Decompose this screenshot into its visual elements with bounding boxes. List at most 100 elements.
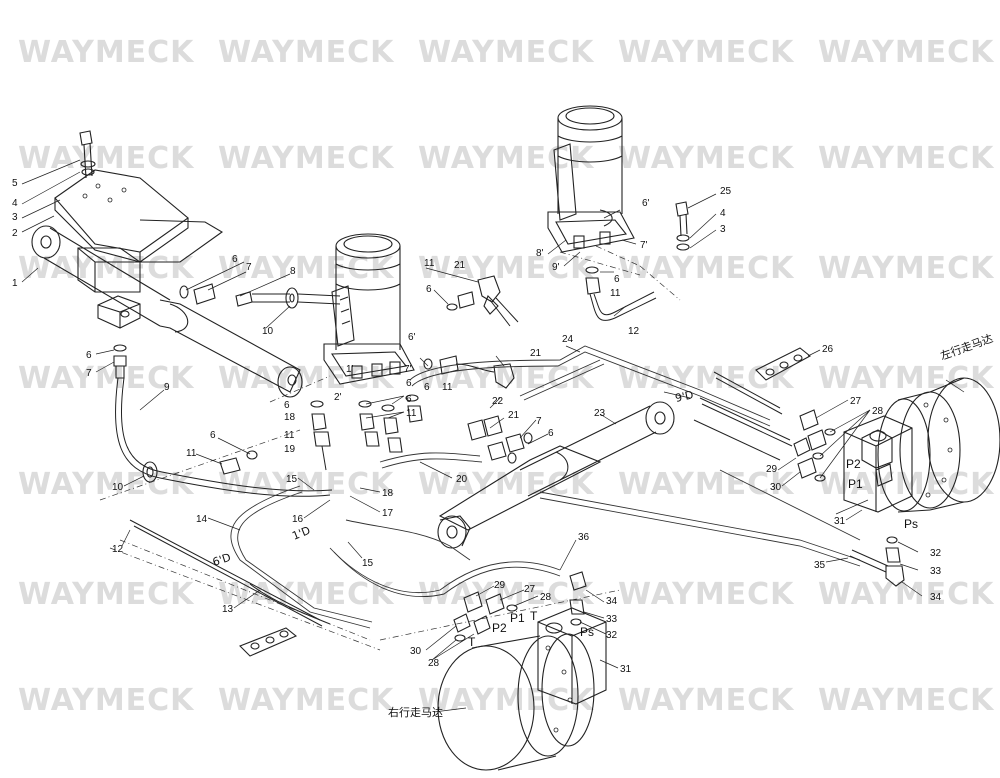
callout-13: 13 bbox=[222, 604, 234, 615]
callout-32-b: 32 bbox=[606, 630, 618, 641]
port-t-lower-a: T bbox=[530, 609, 538, 623]
callout-2-prime: 2' bbox=[334, 392, 342, 403]
watermark-text: WAYMECK bbox=[218, 577, 395, 612]
left-travel-motor-label: 左行走马达 bbox=[939, 332, 995, 363]
callout-29-b: 29 bbox=[494, 580, 506, 591]
watermark-text: WAYMECK bbox=[18, 361, 195, 396]
callout-6-prime-b: 6' bbox=[408, 332, 416, 343]
callout-3-b: 3 bbox=[720, 224, 726, 235]
watermark-text: WAYMECK bbox=[818, 141, 995, 176]
callout-5: 5 bbox=[12, 178, 18, 189]
callout-8-prime: 8' bbox=[536, 248, 544, 259]
watermark-text: WAYMECK bbox=[618, 577, 795, 612]
callout-18-a: 18 bbox=[382, 488, 394, 499]
callout-28-a: 28 bbox=[872, 406, 884, 417]
watermark-text: WAYMECK bbox=[18, 251, 195, 286]
swivel-joint-detail-right bbox=[547, 105, 681, 301]
guard-left bbox=[239, 627, 298, 657]
callout-11-c: 11 bbox=[406, 408, 417, 419]
callout-34-b: 34 bbox=[606, 596, 618, 607]
watermark-text: WAYMECK bbox=[418, 577, 595, 612]
watermark-layer: WAYMECK WAYMECK WAYMECK WAYMECK WAYMECK WAYME… bbox=[18, 35, 995, 718]
fittings-21-upper bbox=[446, 275, 519, 327]
fittings-ps-upper-motor bbox=[849, 536, 905, 587]
port-labels: P2 P1 Ps P1 P2 T T Ps bbox=[468, 457, 918, 649]
callout-6-a: 6 bbox=[232, 254, 238, 265]
watermark-text: WAYMECK bbox=[18, 577, 195, 612]
port-p2-upper: P2 bbox=[846, 457, 861, 471]
callout-35: 35 bbox=[814, 560, 826, 571]
watermark-text: WAYMECK bbox=[818, 467, 995, 502]
fittings-upper-right bbox=[585, 266, 657, 321]
watermark-text: WAYMECK bbox=[818, 683, 995, 718]
callout-25: 25 bbox=[720, 186, 732, 197]
pipe-24 bbox=[409, 345, 771, 427]
callout-4: 4 bbox=[12, 198, 18, 209]
hose-13 bbox=[129, 519, 331, 627]
callout-10-b: 10 bbox=[112, 482, 124, 493]
callout-6-prime: 6' bbox=[642, 198, 650, 209]
callout-30-b: 30 bbox=[410, 646, 422, 657]
watermark-text: WAYMECK bbox=[418, 141, 595, 176]
callout-9-prime: 9' bbox=[552, 262, 560, 273]
fittings-lower-motor bbox=[453, 571, 587, 642]
fittings-upper-motor bbox=[793, 409, 836, 482]
watermark-text: WAYMECK bbox=[218, 251, 395, 286]
callout-33-b: 33 bbox=[606, 614, 618, 625]
callout-30-a: 30 bbox=[770, 482, 782, 493]
callout-6-b: 6 bbox=[86, 350, 92, 361]
right-travel-motor-label: 右行走马达 bbox=[388, 705, 443, 719]
watermark-text: WAYMECK bbox=[218, 35, 395, 70]
center-swivel-joint bbox=[323, 233, 415, 385]
callout-36: 36 bbox=[578, 532, 590, 543]
callout-27-b: 27 bbox=[524, 584, 536, 595]
callout-10-a: 10 bbox=[262, 326, 274, 337]
swivel-fitting-cluster bbox=[310, 394, 423, 471]
callout-32-a: 32 bbox=[930, 548, 942, 559]
callout-7-prime: 7' bbox=[640, 240, 648, 251]
dash-dot-outline bbox=[99, 375, 621, 651]
watermark-text: WAYMECK bbox=[418, 35, 595, 70]
callout-1: 1 bbox=[12, 278, 18, 289]
hoses-to-right-motor bbox=[693, 371, 793, 461]
port-t-lower-b: T bbox=[468, 635, 476, 649]
callout-6-c: 6 bbox=[210, 430, 216, 441]
callout-20: 20 bbox=[456, 474, 468, 485]
callout-28-b: 28 bbox=[540, 592, 552, 603]
callout-22: 22 bbox=[492, 396, 504, 407]
port-p1-upper: P1 bbox=[848, 477, 863, 491]
hydraulic-cylinder-left bbox=[31, 225, 303, 398]
callout-11-e: 11 bbox=[442, 382, 453, 393]
watermark-text: WAYMECK bbox=[618, 467, 795, 502]
port-p2-lower: P2 bbox=[492, 621, 507, 635]
callout-16: 16 bbox=[292, 514, 304, 525]
bolt-25 bbox=[675, 201, 690, 251]
callout-23: 23 bbox=[594, 408, 606, 419]
callout-11-f: 11 bbox=[610, 288, 621, 299]
callout-15-b: 15 bbox=[362, 558, 374, 569]
callout-26: 26 bbox=[822, 344, 834, 355]
grommet-10-left bbox=[142, 461, 158, 483]
watermark-text: WAYMECK bbox=[618, 251, 795, 286]
watermark-text: WAYMECK bbox=[818, 35, 995, 70]
callout-11-b: 11 bbox=[284, 430, 295, 441]
leader-lines bbox=[21, 159, 965, 713]
travel-motor-upper-right bbox=[843, 377, 1000, 513]
callout-7-prime-b: 7' bbox=[404, 364, 412, 375]
callout-11-d: 11 bbox=[424, 258, 435, 269]
callout-4-b: 4 bbox=[720, 208, 726, 219]
callout-8: 8 bbox=[290, 266, 296, 277]
callout-6-e: 6 bbox=[406, 394, 412, 405]
fittings-cylinder-23 bbox=[467, 415, 533, 464]
callout-14: 14 bbox=[196, 514, 208, 525]
callout-6-j: 6 bbox=[614, 274, 620, 285]
callout-18-b: 18 bbox=[284, 412, 296, 423]
watermark-text: WAYMECK bbox=[618, 35, 795, 70]
port-ps-upper: Ps bbox=[904, 517, 918, 531]
watermark-text: WAYMECK bbox=[18, 141, 195, 176]
callout-17: 17 bbox=[382, 508, 394, 519]
callout-27-a: 27 bbox=[850, 396, 862, 407]
callout-24: 24 bbox=[562, 334, 574, 345]
watermark-text: WAYMECK bbox=[618, 141, 795, 176]
